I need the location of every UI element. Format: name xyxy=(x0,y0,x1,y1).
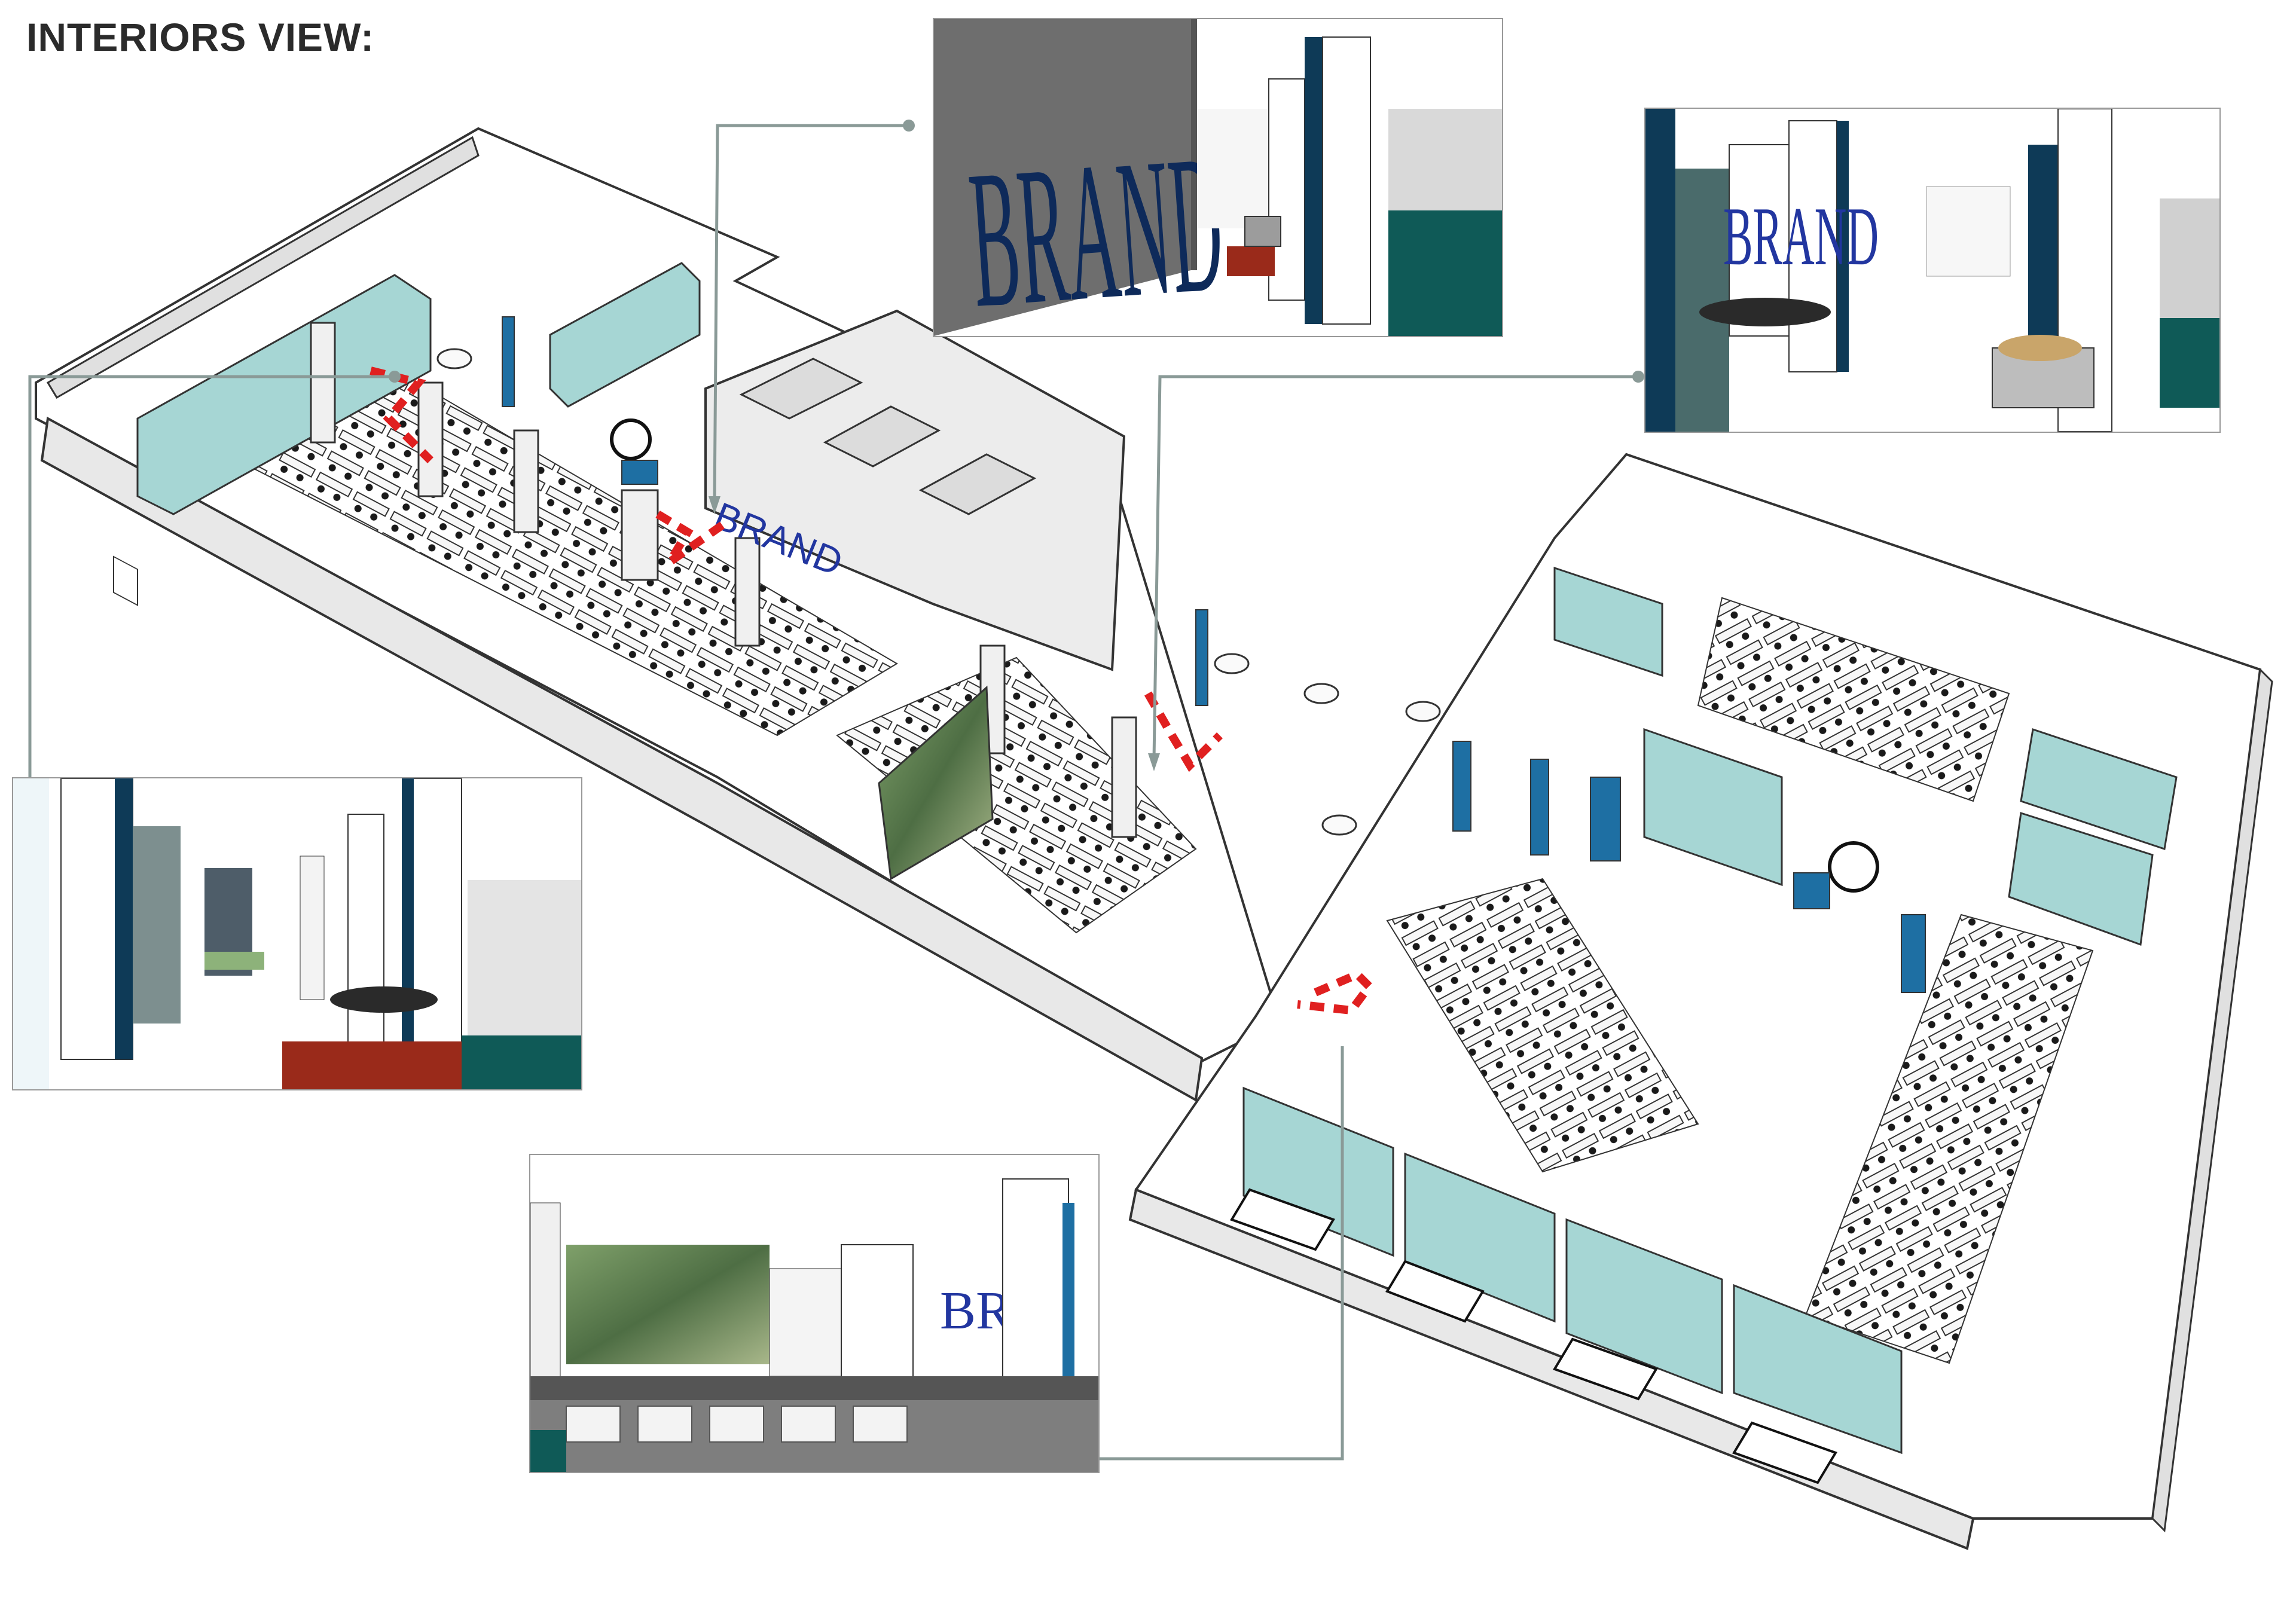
page-title: INTERIORS VIEW: xyxy=(26,15,375,59)
inset-view-breakout xyxy=(12,777,582,1090)
brand-graphic-corridor: BRAND xyxy=(1723,190,1879,283)
leader-lines xyxy=(28,124,1638,1461)
breakout-tables xyxy=(436,348,1441,836)
meeting-rooms-right xyxy=(1242,566,2178,1455)
columns xyxy=(310,322,1137,838)
landscape-mural xyxy=(878,685,994,881)
brand-graphic-large: BRAND xyxy=(964,114,1229,336)
inset-view-mural-workstations: BR xyxy=(529,1154,1100,1473)
front-windows xyxy=(113,555,138,606)
left-wing: BRAND xyxy=(35,127,1441,1102)
conference-tables xyxy=(1230,1188,1837,1484)
brand-graphic-partial: BR xyxy=(940,1281,1012,1340)
inset-view-brand-corridor: BRAND xyxy=(1644,108,2221,433)
glazed-rooms-left xyxy=(136,274,432,515)
right-wing xyxy=(1128,453,2273,1550)
inset-view-reception: BRAND xyxy=(933,18,1503,337)
